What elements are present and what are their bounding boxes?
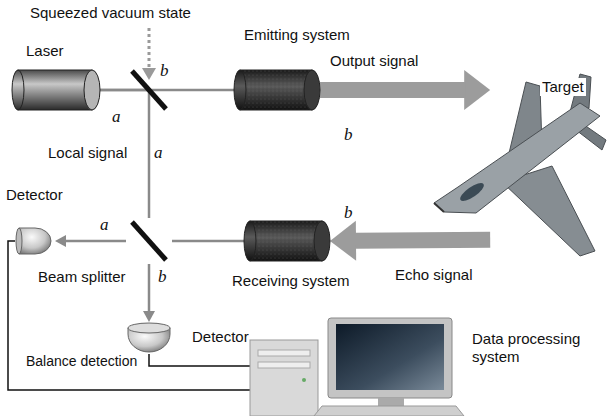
data-processing-system: Data processing system (250, 318, 599, 416)
signal-arrow (320, 70, 490, 110)
connector-line (320, 82, 465, 98)
detector: Detector (126, 322, 251, 354)
annotation: Balance detection (26, 352, 137, 370)
signal-arrow (330, 221, 490, 261)
node-label: Detector (192, 328, 249, 346)
node-label: Beam splitter (38, 268, 126, 286)
node-label: Target (540, 78, 586, 96)
laser-source-icon (18, 70, 100, 110)
edge-label: Output signal (330, 52, 418, 70)
connector-line (65, 240, 126, 243)
laser-source: Laser (18, 42, 100, 110)
edge-label: Echo signal (395, 266, 473, 284)
signal-name: b (344, 126, 353, 144)
signal-name: b (160, 62, 169, 80)
connector-line (148, 264, 151, 312)
arrow-head (143, 311, 155, 322)
data-processing-system-icon (250, 318, 465, 416)
signal-name: a (112, 108, 121, 126)
receiving-system: Receiving system (232, 221, 352, 292)
squeezed-input-arrow (142, 28, 156, 80)
node-label: Receiving system (232, 272, 350, 290)
annotation: Squeezed vacuum state (30, 4, 191, 22)
node-label: Data processing system (472, 330, 597, 366)
detector-icon (15, 226, 55, 256)
arrow-head (330, 221, 356, 261)
node-label: Emitting system (244, 26, 350, 44)
signal-name: b (158, 268, 167, 286)
node-label: Laser (26, 42, 64, 60)
connector-line (172, 240, 250, 243)
connector-line (149, 354, 250, 366)
beam-path (55, 235, 126, 247)
connector-line (355, 240, 490, 241)
node-label: Detector (6, 186, 63, 204)
connector-line (8, 241, 250, 390)
beam-path (143, 264, 155, 322)
beam-splitter-icon (126, 218, 172, 264)
receiving-system-icon (250, 221, 330, 261)
target-aircraft-icon (430, 70, 607, 265)
signal-wire (8, 241, 250, 390)
signal-name: a (100, 216, 109, 234)
edge-label: Local signal (48, 144, 127, 162)
beam-path (172, 241, 250, 242)
detector-icon (126, 322, 172, 354)
emitting-system-icon (240, 70, 320, 110)
signal-name: a (154, 144, 163, 162)
detector: Detector (6, 186, 65, 256)
arrow-head (55, 235, 66, 247)
signal-name: b (344, 204, 353, 222)
target-aircraft: Target (430, 70, 607, 265)
arrow-head (464, 70, 490, 110)
signal-wire (149, 354, 250, 366)
